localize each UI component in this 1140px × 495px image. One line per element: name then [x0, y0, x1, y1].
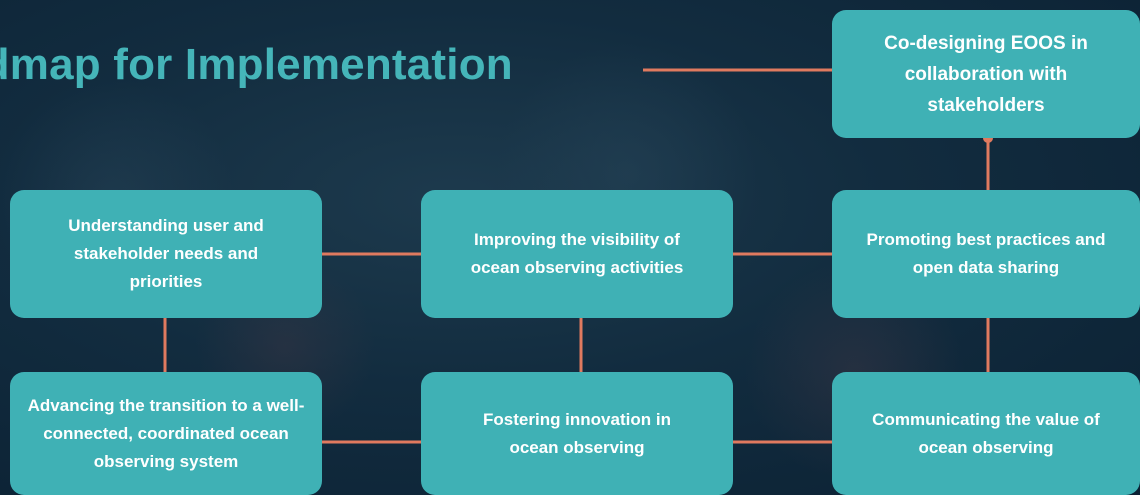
box-fostering-innovation: Fostering innovation in ocean observing: [421, 372, 733, 495]
box-improving-visibility: Improving the visibility of ocean observ…: [421, 190, 733, 318]
box-advancing-transition: Advancing the transition to a well-conne…: [10, 372, 322, 495]
box-label: Fostering innovation in ocean observing: [483, 409, 671, 457]
box-label: Understanding user and stakeholder needs…: [68, 216, 264, 291]
box-understanding-needs: Understanding user and stakeholder needs…: [10, 190, 322, 318]
box-codesigning-eoos: Co-designing EOOS in collaboration with …: [832, 10, 1140, 138]
box-label: Promoting best practices and open data s…: [866, 230, 1106, 277]
box-label: Advancing the transition to a well-conne…: [27, 395, 305, 471]
box-communicating-value: Communicating the value of ocean observi…: [832, 372, 1140, 495]
page-title: admap for Implementation: [0, 40, 513, 89]
box-label: Improving the visibility of ocean observ…: [470, 230, 684, 277]
box-promoting-best-practices: Promoting best practices and open data s…: [832, 190, 1140, 318]
box-label: Co-designing EOOS in collaboration with …: [884, 32, 1088, 116]
box-label: Communicating the value of ocean observi…: [872, 409, 1100, 457]
